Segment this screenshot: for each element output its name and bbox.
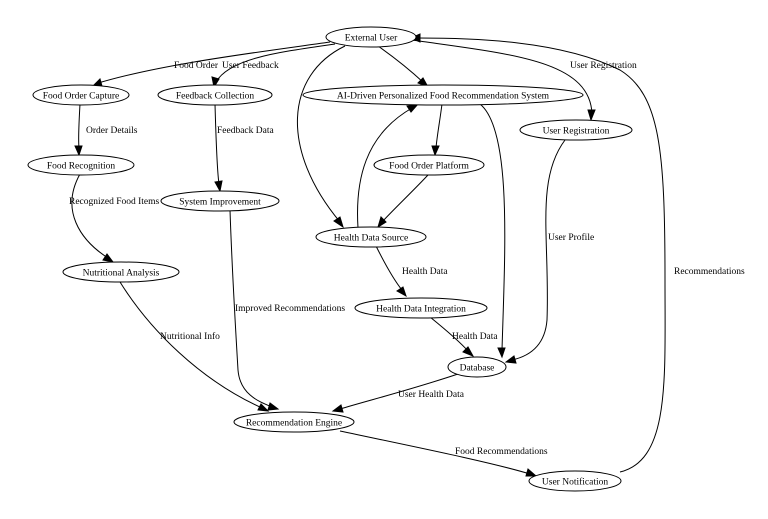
node-feedback-collection: Feedback Collection xyxy=(157,84,273,106)
edge-ai-system-to-database xyxy=(479,103,506,359)
svg-text:System Improvement: System Improvement xyxy=(179,198,261,208)
edge-health-data-integration-to-database xyxy=(429,316,475,357)
node-food-recognition: Food Recognition xyxy=(27,154,135,176)
svg-text:External User: External User xyxy=(345,34,398,44)
node-user-notification: User Notification xyxy=(528,470,622,492)
edge-food-order-capture-to-food-recognition xyxy=(74,103,83,157)
edge-label-user-health-data: User Health Data xyxy=(398,390,465,400)
svg-text:AI-Driven Personalized Food Re: AI-Driven Personalized Food Recommendati… xyxy=(337,92,550,102)
edge-label-feedback-data: Feedback Data xyxy=(217,126,274,136)
edge-ai-system-to-food-order-platform xyxy=(431,103,443,157)
edge-label-recommendations: Recommendations xyxy=(674,267,745,277)
edge-label-order-details: Order Details xyxy=(86,126,138,136)
edge-label-food-order: Food Order xyxy=(174,61,219,71)
edge-food-recognition-to-nutritional-analysis xyxy=(71,173,115,263)
edge-database-to-recommendation-engine xyxy=(331,373,459,413)
node-health-data-source: Health Data Source xyxy=(315,226,427,248)
edge-system-improvement-to-recommendation-engine xyxy=(229,209,280,411)
node-ai-system: AI-Driven Personalized Food Recommendati… xyxy=(302,84,584,106)
node-system-improvement: System Improvement xyxy=(160,190,280,212)
edge-health-data-source-to-health-data-integration xyxy=(375,245,407,298)
svg-text:User Registration: User Registration xyxy=(543,127,610,137)
node-health-data-integration: Health Data Integration xyxy=(354,297,488,319)
edge-recommendation-engine-to-user-notification xyxy=(339,430,538,477)
edge-label-health-data-2: Health Data xyxy=(452,332,498,342)
svg-text:Health Data Integration: Health Data Integration xyxy=(376,305,466,315)
svg-text:User Notification: User Notification xyxy=(542,477,608,488)
edge-food-order-platform-to-health-data-source xyxy=(377,174,429,229)
node-external-user: External User xyxy=(325,26,417,48)
node-user-registration: User Registration xyxy=(519,119,633,141)
edge-label-user-registration: User Registration xyxy=(570,61,637,71)
edge-health-data-source-to-ai-system xyxy=(357,103,420,229)
svg-text:Health Data Source: Health Data Source xyxy=(334,234,408,244)
svg-text:Recommendation Engine: Recommendation Engine xyxy=(246,419,342,429)
node-nutritional-analysis: Nutritional Analysis xyxy=(62,261,180,283)
node-food-order-platform: Food Order Platform xyxy=(373,154,485,176)
edge-feedback-collection-to-system-improvement xyxy=(214,103,223,193)
svg-text:Feedback Collection: Feedback Collection xyxy=(176,92,255,102)
svg-text:Database: Database xyxy=(460,364,495,374)
edge-external-user-to-ai-system xyxy=(377,45,430,88)
edge-labels: Food Order User Feedback User Registrati… xyxy=(69,61,745,457)
edge-external-user-to-user-registration xyxy=(411,39,596,122)
edge-label-user-profile: User Profile xyxy=(548,232,594,243)
nodes: External User Food Order Capture Feedbac… xyxy=(27,26,633,492)
svg-text:Nutritional Analysis: Nutritional Analysis xyxy=(83,269,160,279)
edge-label-food-recommendations: Food Recommendations xyxy=(455,447,548,457)
edges xyxy=(71,33,666,477)
edge-label-nutritional-info: Nutritional Info xyxy=(160,331,220,342)
edge-external-user-to-health-data-source xyxy=(297,45,346,229)
edge-label-recognized-food-items: Recognized Food Items xyxy=(69,197,160,207)
edge-label-user-feedback: User Feedback xyxy=(222,61,279,71)
svg-text:Food Order Capture: Food Order Capture xyxy=(43,92,120,102)
edge-user-registration-to-database xyxy=(504,139,566,364)
edge-nutritional-analysis-to-recommendation-engine xyxy=(119,281,270,412)
node-recommendation-engine: Recommendation Engine xyxy=(233,411,355,433)
edge-label-health-data-1: Health Data xyxy=(402,267,448,277)
edge-external-user-to-feedback-collection xyxy=(211,43,336,89)
node-food-order-capture: Food Order Capture xyxy=(32,84,130,106)
node-database: Database xyxy=(447,356,507,378)
edge-label-improved-recommendations: Improved Recommendations xyxy=(235,304,345,314)
svg-text:Food Recognition: Food Recognition xyxy=(47,162,116,172)
svg-text:Food Order Platform: Food Order Platform xyxy=(389,161,469,172)
